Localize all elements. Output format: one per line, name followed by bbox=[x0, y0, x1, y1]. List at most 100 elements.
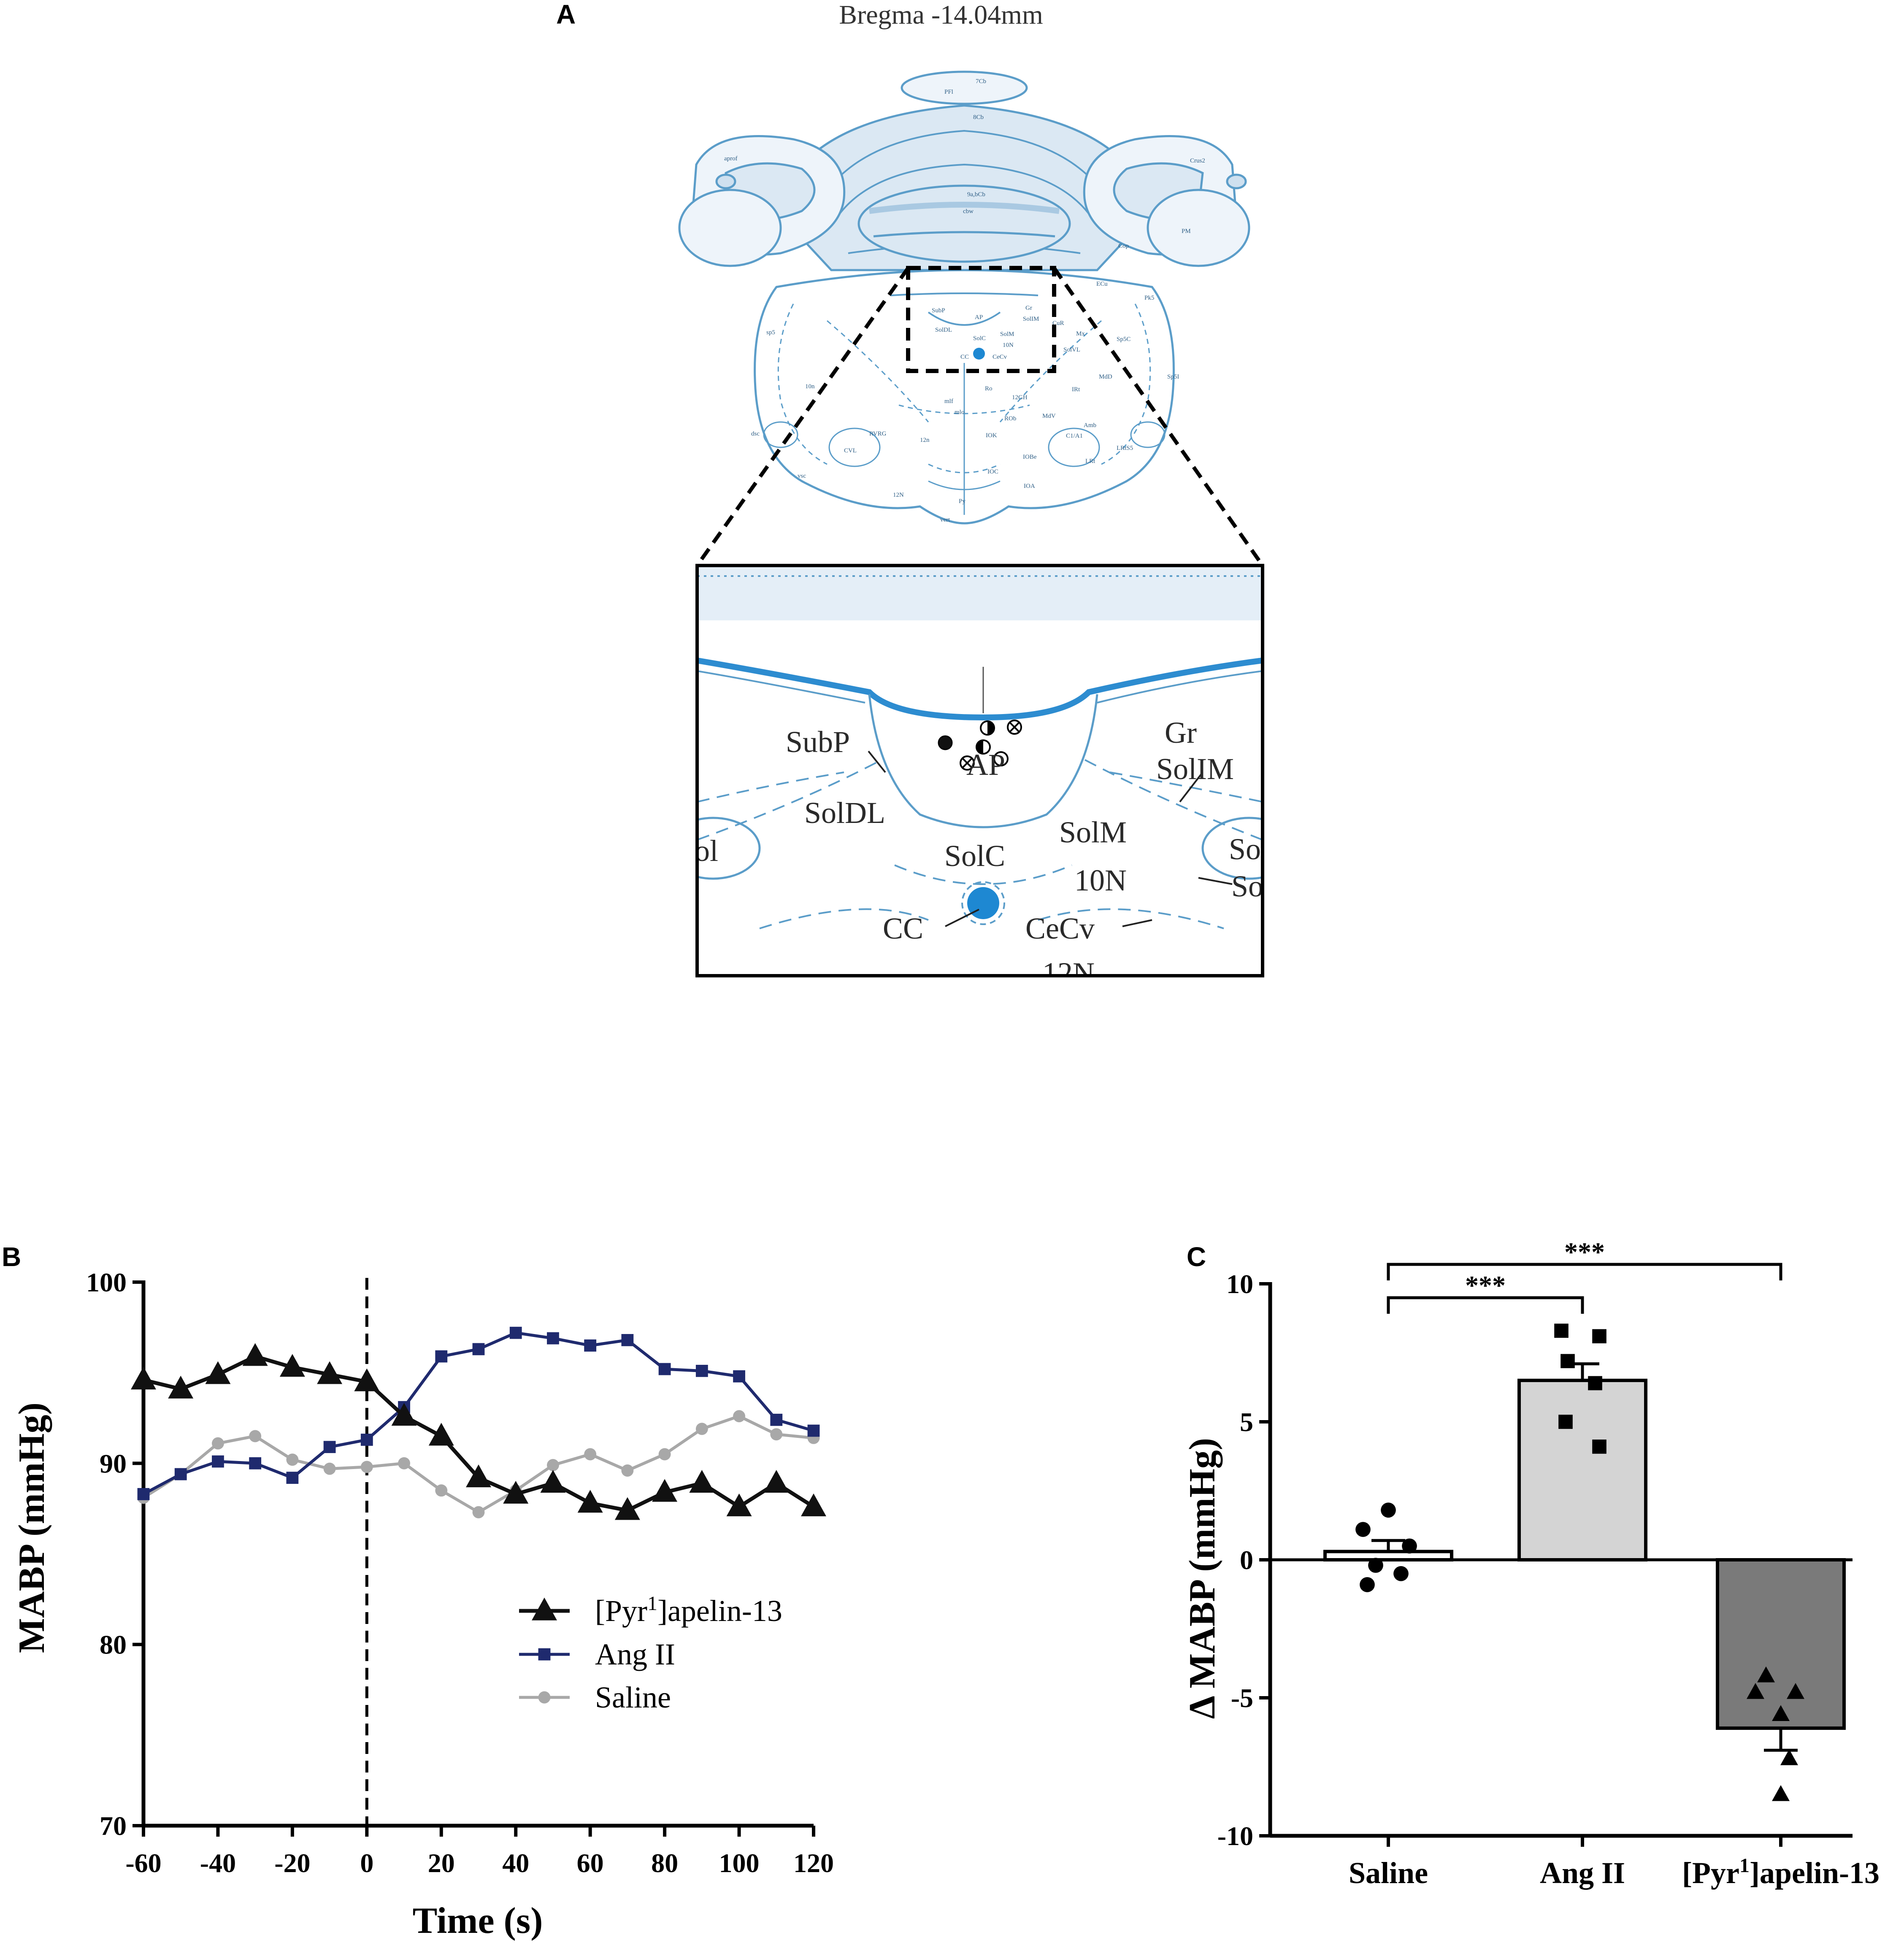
panel-c-data-point bbox=[1780, 1749, 1798, 1765]
panel-c-data-point bbox=[1561, 1354, 1575, 1368]
panel-b-x-tick-label: 40 bbox=[502, 1848, 529, 1878]
atlas-label: ECu bbox=[1096, 281, 1108, 287]
panel-b-data-point bbox=[174, 1468, 187, 1480]
zoom-connector-left bbox=[695, 267, 910, 567]
injection-site-marker-cross bbox=[1009, 721, 1020, 733]
panel-c-data-point bbox=[1757, 1666, 1775, 1683]
panel-b-legend-swatch-marker bbox=[538, 1691, 551, 1704]
panel-b-data-point bbox=[212, 1455, 224, 1468]
category-label-text: ]apelin-13 bbox=[1750, 1856, 1880, 1890]
panel-b-data-point bbox=[360, 1461, 373, 1473]
panel-b-data-point bbox=[733, 1410, 746, 1423]
panel-b-y-tick-label: 70 bbox=[100, 1811, 127, 1841]
panel-b-data-point bbox=[472, 1343, 485, 1356]
atlas-label: IRt bbox=[1072, 386, 1080, 393]
panel-c-bar bbox=[1517, 1378, 1647, 1561]
panel-a: A Bregma -14.04mm bbox=[556, 0, 1264, 977]
panel-c-letter: C bbox=[1187, 1242, 1206, 1272]
panel-b-data-point bbox=[540, 1470, 566, 1493]
inset-label: ol bbox=[695, 834, 718, 868]
panel-b-data-point bbox=[726, 1493, 752, 1516]
atlas-label: IOC bbox=[987, 468, 998, 475]
panel-b-legend-item: [Pyr1]apelin-13 bbox=[519, 1592, 782, 1628]
panel-b-y-axis-title: MABP (mmHg) bbox=[11, 1402, 52, 1653]
atlas-label: 12GH bbox=[1012, 394, 1028, 401]
panel-b-data-point bbox=[584, 1339, 597, 1352]
panel-b-data-point bbox=[621, 1464, 634, 1477]
panel-b-data-point bbox=[652, 1479, 678, 1502]
panel-c-data-point bbox=[1558, 1415, 1573, 1429]
panel-b-data-point bbox=[205, 1361, 231, 1384]
atlas-label: Pk5 bbox=[1144, 295, 1154, 301]
atlas-label: MdD bbox=[1099, 373, 1112, 380]
panel-c-significance-label: *** bbox=[1564, 1237, 1605, 1267]
panel-b-data-point bbox=[286, 1472, 299, 1484]
panel-b-x-tick-label: -40 bbox=[200, 1848, 236, 1878]
panel-c-category-label: Ang II bbox=[1540, 1856, 1625, 1890]
panel-c-bracket-line bbox=[1387, 1263, 1782, 1280]
panel-c-data-point bbox=[1772, 1705, 1790, 1721]
panel-b-x-axis-title: Time (s) bbox=[413, 1900, 543, 1941]
panel-c-data-point bbox=[1355, 1522, 1371, 1537]
panel-c-data-point bbox=[1588, 1376, 1602, 1391]
panel-c-y-tick-label: -10 bbox=[1217, 1821, 1253, 1851]
panel-b-series bbox=[131, 1326, 826, 1520]
atlas-label: CeCv bbox=[993, 354, 1007, 360]
panel-b-data-point bbox=[435, 1350, 448, 1363]
inset-label: CeCv bbox=[1025, 912, 1095, 945]
atlas-label: dsc bbox=[751, 430, 760, 437]
panel-b-legend-label: Ang II bbox=[595, 1637, 675, 1671]
panel-c-axes bbox=[1268, 1282, 1853, 1847]
panel-c-data-point bbox=[1381, 1502, 1396, 1518]
inset-label: So bbox=[1231, 869, 1263, 903]
legend-label-text: [Pyr bbox=[595, 1594, 647, 1628]
panel-b-legend-label: Saline bbox=[595, 1681, 671, 1714]
panel-c-category-label: Saline bbox=[1349, 1856, 1428, 1890]
panel-b-data-point bbox=[547, 1332, 559, 1345]
panel-b-data-point bbox=[323, 1462, 336, 1475]
inset-magnified-view: SubP Gr SolIM AP SolDL ol SolM SolC So 1… bbox=[695, 564, 1264, 977]
panel-c-significance-bracket: *** bbox=[1387, 1237, 1782, 1280]
atlas-label: CVL bbox=[844, 447, 857, 454]
atlas-label: MdV bbox=[1042, 413, 1056, 419]
panel-b-data-point bbox=[211, 1437, 224, 1450]
panel-c-data-point bbox=[1368, 1558, 1383, 1573]
atlas-label: 7Cb bbox=[976, 78, 986, 85]
category-label-text: Ang II bbox=[1540, 1856, 1625, 1890]
panel-b-data-point bbox=[242, 1343, 268, 1366]
panel-c-points bbox=[1355, 1323, 1804, 1801]
atlas-label: vsc bbox=[798, 473, 806, 479]
atlas-label: LRt bbox=[1085, 458, 1095, 465]
atlas-label: Py bbox=[959, 498, 966, 505]
atlas-label: SolVL bbox=[1063, 346, 1080, 353]
panel-b-x-tick-label: 100 bbox=[719, 1848, 760, 1878]
panel-b-data-point bbox=[137, 1488, 150, 1500]
atlas-label: RVRG bbox=[869, 430, 887, 437]
legend-label-text: ]apelin-13 bbox=[657, 1594, 782, 1628]
panel-b-x-tick-label: 60 bbox=[577, 1848, 604, 1878]
atlas-label: 12n bbox=[920, 437, 930, 444]
panel-c-data-point bbox=[1360, 1577, 1375, 1592]
panel-c-y-tick-label: -5 bbox=[1231, 1683, 1253, 1713]
panel-b-data-point bbox=[770, 1413, 783, 1426]
atlas-label: C1/A1 bbox=[1066, 433, 1083, 439]
injection-site-marker bbox=[993, 751, 1009, 766]
panel-b-data-point bbox=[323, 1441, 336, 1453]
panel-b-data-point bbox=[546, 1459, 559, 1472]
panel-b-data-point bbox=[658, 1363, 671, 1375]
panel-c-data-point bbox=[1787, 1683, 1804, 1699]
atlas-label: 12N bbox=[893, 492, 904, 498]
inset-label: SolM bbox=[1059, 815, 1127, 849]
panel-b-data-point bbox=[354, 1368, 380, 1391]
panel-a-letter: A bbox=[556, 0, 576, 30]
atlas-label: Gr bbox=[1025, 305, 1032, 311]
panel-b-data-point bbox=[621, 1334, 634, 1346]
panel-c-significance-bracket: *** bbox=[1387, 1270, 1584, 1314]
panel-b-x-tick-label: 80 bbox=[651, 1848, 678, 1878]
atlas-label: IOK bbox=[986, 432, 997, 439]
panel-b-data-point bbox=[435, 1484, 448, 1497]
